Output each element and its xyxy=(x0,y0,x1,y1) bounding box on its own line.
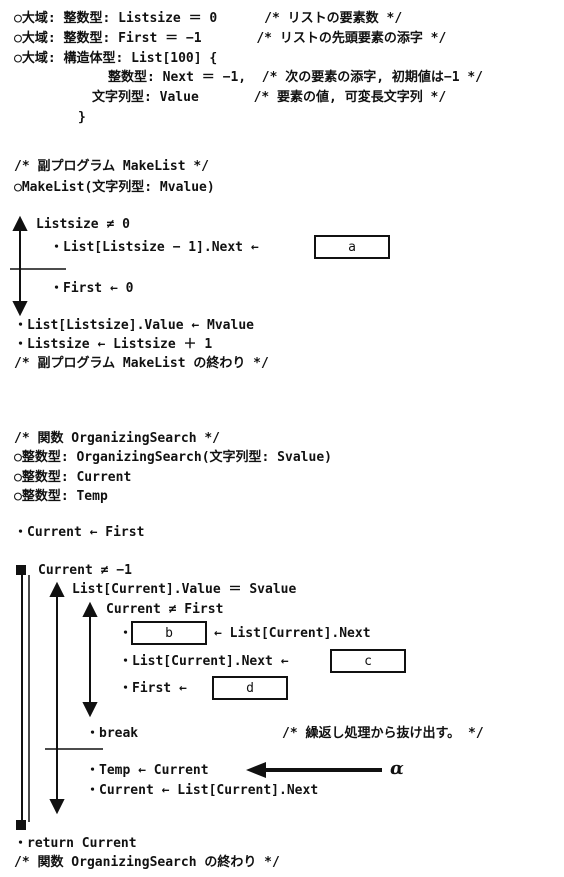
global-listsize-line: ○大域: 整数型: Listsize ＝ 0 /* リストの要素数 */ xyxy=(14,11,403,26)
search-init-current: ・Current ← First xyxy=(14,525,145,540)
current-next-statement: ・Current ← List[Current].Next xyxy=(86,783,319,798)
search-signature: ○整数型: OrganizingSearch(文字列型: Svalue) xyxy=(14,450,332,465)
return-statement: ・return Current xyxy=(14,836,137,851)
temp-assign-statement: ・Temp ← Current xyxy=(86,763,209,778)
alpha-pointer-arrow xyxy=(246,762,382,778)
if-value-match-condition: List[Current].Value ＝ Svalue xyxy=(72,582,297,597)
makelist-value-assign: ・List[Listsize].Value ← Mvalue xyxy=(14,318,254,333)
blank-box-a: a xyxy=(314,235,390,259)
loop-bracket xyxy=(16,565,30,830)
struct-value-field: 文字列型: Value /* 要素の値, 可変長文字列 */ xyxy=(92,90,447,105)
struct-close-brace: } xyxy=(78,110,86,125)
global-first-line: ○大域: 整数型: First ＝ −1 /* リストの先頭要素の添字 */ xyxy=(14,31,447,46)
if-not-first-condition: Current ≠ First xyxy=(106,602,224,617)
d-statement: ・First ← xyxy=(119,681,187,696)
makelist-size-increment: ・Listsize ← Listsize ＋ 1 xyxy=(14,337,213,352)
blank-box-d: d xyxy=(212,676,288,700)
c-statement: ・List[Current].Next ← xyxy=(119,654,289,669)
makelist-selection-bracket xyxy=(10,215,66,317)
value-match-selection-bracket xyxy=(45,581,103,815)
search-comment: /* 関数 OrganizingSearch */ xyxy=(14,431,221,446)
makelist-then-statement: ・List[Listsize − 1].Next ← xyxy=(50,240,259,255)
makelist-if-condition: Listsize ≠ 0 xyxy=(36,217,130,232)
alpha-label: α xyxy=(390,758,404,779)
blank-box-c: c xyxy=(330,649,406,673)
struct-next-field: 整数型: Next ＝ −1, /* 次の要素の添字, 初期値は−1 */ xyxy=(108,70,484,85)
makelist-else-statement: ・First ← 0 xyxy=(50,281,134,296)
blank-box-b: b xyxy=(131,621,207,645)
makelist-signature: ○MakeList(文字列型: Mvalue) xyxy=(14,180,215,195)
b-statement-prefix: ・ xyxy=(119,626,133,641)
makelist-end-comment: /* 副プログラム MakeList の終わり */ xyxy=(14,356,269,371)
b-statement-rhs: ← List[Current].Next xyxy=(214,626,371,641)
not-first-selection-bracket xyxy=(82,601,98,718)
global-list-struct-line: ○大域: 構造体型: List[100] { xyxy=(14,51,218,66)
loop-condition: Current ≠ −1 xyxy=(38,563,132,578)
search-decl-temp: ○整数型: Temp xyxy=(14,489,108,504)
break-statement: ・break xyxy=(86,726,139,741)
break-comment: /* 繰返し処理から抜け出す。 */ xyxy=(282,726,484,741)
search-end-comment: /* 関数 OrganizingSearch の終わり */ xyxy=(14,855,280,870)
search-decl-current: ○整数型: Current xyxy=(14,470,132,485)
makelist-comment: /* 副プログラム MakeList */ xyxy=(14,159,210,174)
